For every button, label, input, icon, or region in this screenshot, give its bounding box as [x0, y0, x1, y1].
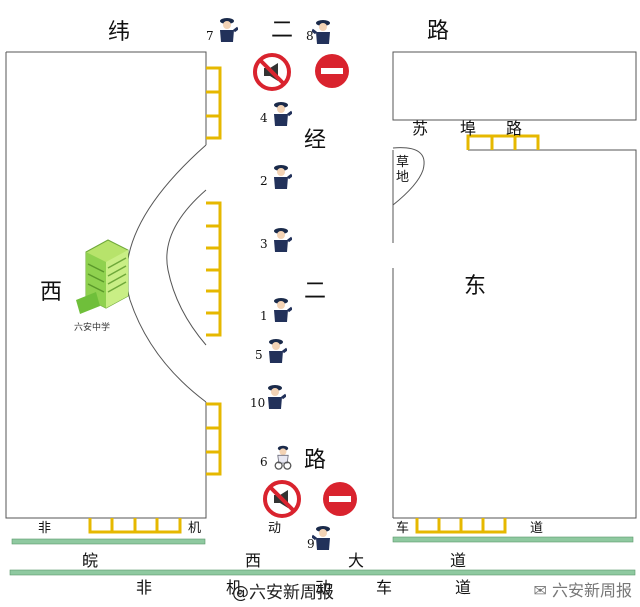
parking-bottom-left: [88, 518, 182, 534]
parking-west-mid: [206, 201, 222, 337]
police-officer-icon: [268, 385, 286, 409]
east-label: 东: [464, 274, 487, 299]
officer-label-7: 7: [206, 29, 214, 43]
lane-left-char-2: 机: [188, 521, 202, 536]
officer-label-2: 2: [260, 174, 268, 188]
east-road-char-2: 埠: [460, 119, 477, 138]
police-officer-icon: [274, 228, 292, 252]
school-building-icon: [76, 239, 129, 314]
parking-west-bottom: [206, 402, 222, 476]
east-road-char-3: 路: [506, 119, 523, 138]
bottom-road-char-4: 道: [450, 551, 467, 570]
lane-right-char-1: 车: [396, 521, 410, 536]
center-road-char-1: 经: [304, 128, 327, 153]
officer-label-8: 8: [306, 29, 314, 43]
lane2-char-5: 道: [455, 578, 472, 597]
top-road-char-1: 纬: [108, 20, 131, 45]
lane2-char-2: 机: [226, 578, 243, 597]
lane2-char-1: 非: [136, 578, 153, 597]
top-road-char-3: 路: [427, 19, 450, 44]
center-road-char-2: 二: [304, 279, 327, 304]
east-block: [393, 149, 637, 519]
grass-char-2: 地: [396, 170, 410, 185]
police-officer-icon: [312, 526, 330, 550]
police-officer-icon: [274, 102, 292, 126]
officer-label-4: 4: [260, 111, 268, 125]
green-strip-left: [11, 538, 206, 545]
watermark-right-text: 六安新周报: [551, 581, 632, 600]
parking-west-top: [206, 66, 222, 140]
officer-label-3: 3: [260, 237, 268, 251]
officer-label-6: 6: [260, 455, 268, 469]
police-officer-icon: [274, 298, 292, 322]
school-arc-outer: [126, 144, 207, 403]
bottom-road-char-3: 大: [348, 551, 365, 570]
police-officer-icon: [274, 165, 292, 189]
bottom-road-char-2: 西: [245, 551, 262, 570]
west-block: [5, 51, 207, 519]
grass-area-outline: [392, 147, 425, 206]
police-officer-icon: [220, 18, 238, 42]
watermark-center: @六安新周报: [232, 583, 334, 603]
bottom-road-char-1: 皖: [82, 551, 99, 570]
officer-label-9: 9: [307, 537, 315, 551]
school-arc-inner: [166, 189, 207, 346]
green-strip-bottom: [9, 569, 636, 576]
no-entry-sign-top: [315, 54, 349, 88]
northeast-block: [392, 51, 637, 121]
police-motorcycle-icon: [274, 445, 292, 470]
police-officer-icon: [312, 20, 330, 44]
no-entry-sign-bottom: [323, 482, 357, 516]
parking-east-top: [466, 134, 540, 150]
lane2-char-3: 动: [315, 578, 332, 597]
wechat-icon: ✉: [533, 581, 552, 600]
west-label: 西: [40, 280, 63, 305]
lane-right-char-2: 道: [530, 521, 544, 536]
officer-label-10: 10: [250, 396, 266, 410]
east-road-char-1: 苏: [412, 119, 429, 138]
officer-label-1: 1: [260, 309, 268, 323]
green-strip-right: [392, 536, 634, 543]
parking-bottom-right: [415, 518, 507, 534]
lane-left-char-3: 动: [268, 521, 282, 536]
lane2-char-4: 车: [376, 578, 393, 597]
officer-label-5: 5: [255, 348, 263, 362]
grass-char-1: 草: [396, 155, 410, 170]
watermark-right: ✉ 六安新周报: [533, 577, 632, 601]
no-horn-sign-top: [253, 53, 291, 91]
police-officer-icon: [269, 339, 287, 363]
lane-left-char-1: 非: [38, 521, 52, 536]
center-road-char-3: 路: [304, 448, 327, 473]
top-road-char-2: 二: [271, 18, 294, 43]
school-name: 六安中学: [74, 323, 111, 333]
no-horn-sign-bottom: [263, 480, 301, 518]
